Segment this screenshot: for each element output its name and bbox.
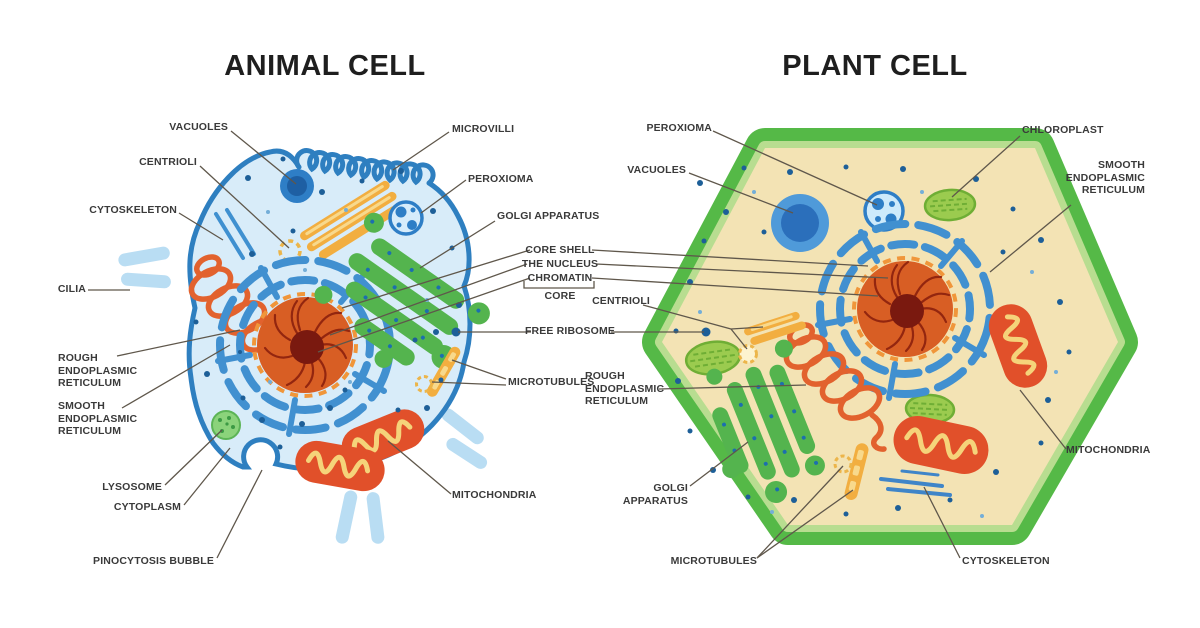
label-animal-microtubules: MICROTUBULES (508, 376, 595, 388)
label-chromatin: CHROMATIN (527, 272, 593, 284)
plant-chloroplasts (684, 188, 977, 425)
label-animal-lysosome: LYSOSOME (102, 481, 162, 493)
animal-microtubule-small (415, 346, 461, 397)
animal-cell-title: ANIMAL CELL (224, 50, 426, 82)
label-plant-centrioli: CENTRIOLI (592, 295, 650, 307)
animal-vacuole (280, 169, 314, 203)
label-plant-mitochondria: MITOCHONDRIA (1066, 444, 1151, 456)
animal-ribosome-dots-light (266, 208, 429, 384)
label-animal-cytoskeleton: CYTOSKELETON (89, 204, 177, 216)
label-animal-centrioli: CENTRIOLI (139, 156, 197, 168)
plant-cell-title: PLANT CELL (782, 50, 968, 82)
animal-mitochondria (295, 409, 425, 492)
label-plant-rough-er: ROUGH ENDOPLASMIC RETICULUM (585, 370, 665, 408)
label-core: CORE (544, 290, 576, 302)
cilia-shapes (118, 246, 488, 544)
animal-cytoskeleton (214, 208, 256, 260)
plant-microtubule (833, 443, 869, 500)
label-animal-golgi-apparatus: GOLGI APPARATUS (497, 210, 600, 222)
plant-cytoskeleton (879, 469, 952, 497)
label-the-nucleus: THE NUCLEUS (521, 258, 599, 270)
label-animal-smooth-er: SMOOTH ENDOPLASMIC RETICULUM (58, 400, 138, 438)
label-animal-pinocytosis-bubble: PINOCYTOSIS BUBBLE (93, 555, 214, 567)
label-plant-golgi-apparatus: GOLGI APPARATUS (622, 482, 688, 507)
animal-ribosome-dots (193, 156, 462, 450)
plant-golgi (706, 339, 825, 503)
plant-smooth-er (783, 322, 887, 452)
label-animal-cytoplasm: CYTOPLASM (113, 501, 181, 513)
label-animal-cilia: CILIA (57, 283, 86, 295)
label-plant-vacuoles: VACUOLES (627, 164, 686, 176)
microvilli-shape (294, 148, 436, 186)
leader-lines (88, 130, 1072, 559)
label-free-ribosome: FREE RIBOSOME (524, 325, 616, 337)
plant-cell (642, 128, 1138, 545)
label-animal-vacuoles: VACUOLES (169, 121, 228, 133)
plant-peroxioma (863, 190, 905, 232)
label-plant-microtubules: MICROTUBULES (670, 555, 757, 567)
plant-ribosome-dots-light (698, 190, 1058, 518)
label-plant-chloroplast: CHLOROPLAST (1022, 124, 1104, 136)
animal-membrane (186, 148, 473, 473)
label-animal-rough-er: ROUGH ENDOPLASMIC RETICULUM (58, 352, 138, 390)
plant-mitochondria (893, 304, 1048, 474)
label-animal-microvilli: MICROVILLI (452, 123, 515, 135)
animal-centriole (278, 239, 302, 263)
label-plant-peroxioma: PEROXIOMA (646, 122, 712, 134)
label-core-shell: CORE SHELL (525, 244, 595, 256)
animal-cell (118, 148, 490, 544)
label-animal-mitochondria: MITOCHONDRIA (452, 489, 537, 501)
label-plant-cytoskeleton: CYTOSKELETON (962, 555, 1050, 567)
plant-vacuole (771, 194, 829, 252)
label-plant-smooth-er: SMOOTH ENDOPLASMIC RETICULUM (1065, 159, 1145, 197)
label-animal-peroxioma: PEROXIOMA (468, 173, 534, 185)
animal-peroxioma (388, 200, 424, 236)
